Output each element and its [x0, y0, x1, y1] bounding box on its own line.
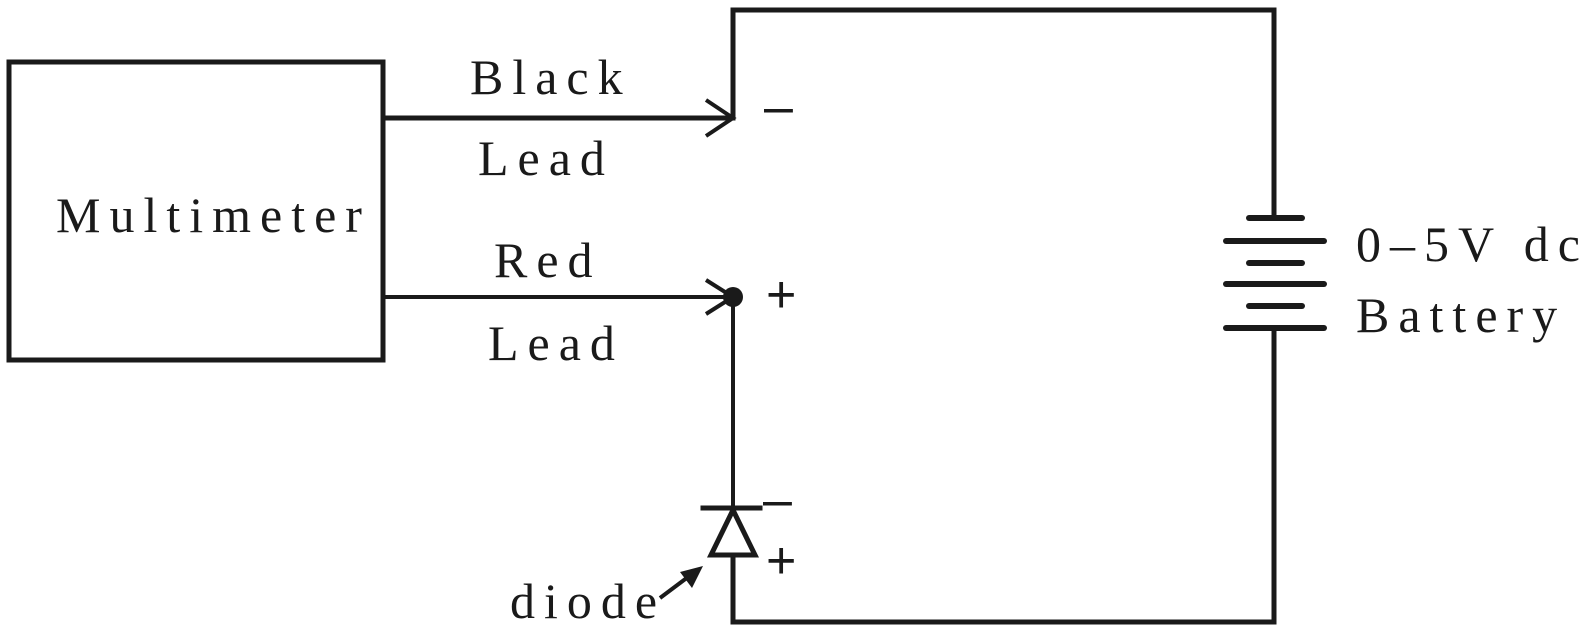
battery-label-line2: Battery: [1356, 287, 1566, 343]
multimeter-label: Multimeter: [56, 187, 371, 243]
black-lead-label-line2: Lead: [478, 130, 614, 186]
negative-terminal-sign: –: [764, 78, 793, 136]
diode-pointer-arrowhead: [680, 566, 703, 588]
multimeter-box: [6, 59, 386, 363]
circuit-wire-top: [730, 7, 1277, 221]
battery-label-line1: 0–5V dc: [1356, 216, 1581, 272]
black-lead-label-line1: Black: [470, 49, 632, 105]
battery-symbol: [1223, 215, 1327, 331]
diode-label: diode: [510, 573, 666, 629]
diode-triangle: [706, 504, 760, 558]
positive-terminal-sign: +: [766, 266, 796, 324]
circuit-wire-bottom: [730, 552, 1277, 625]
diode-positive-sign: +: [766, 532, 796, 590]
diode-symbol: [700, 504, 763, 558]
red-lead-label-line1: Red: [494, 232, 602, 288]
red-lead-label-line2: Lead: [488, 315, 624, 371]
diode-negative-sign: –: [763, 471, 792, 529]
